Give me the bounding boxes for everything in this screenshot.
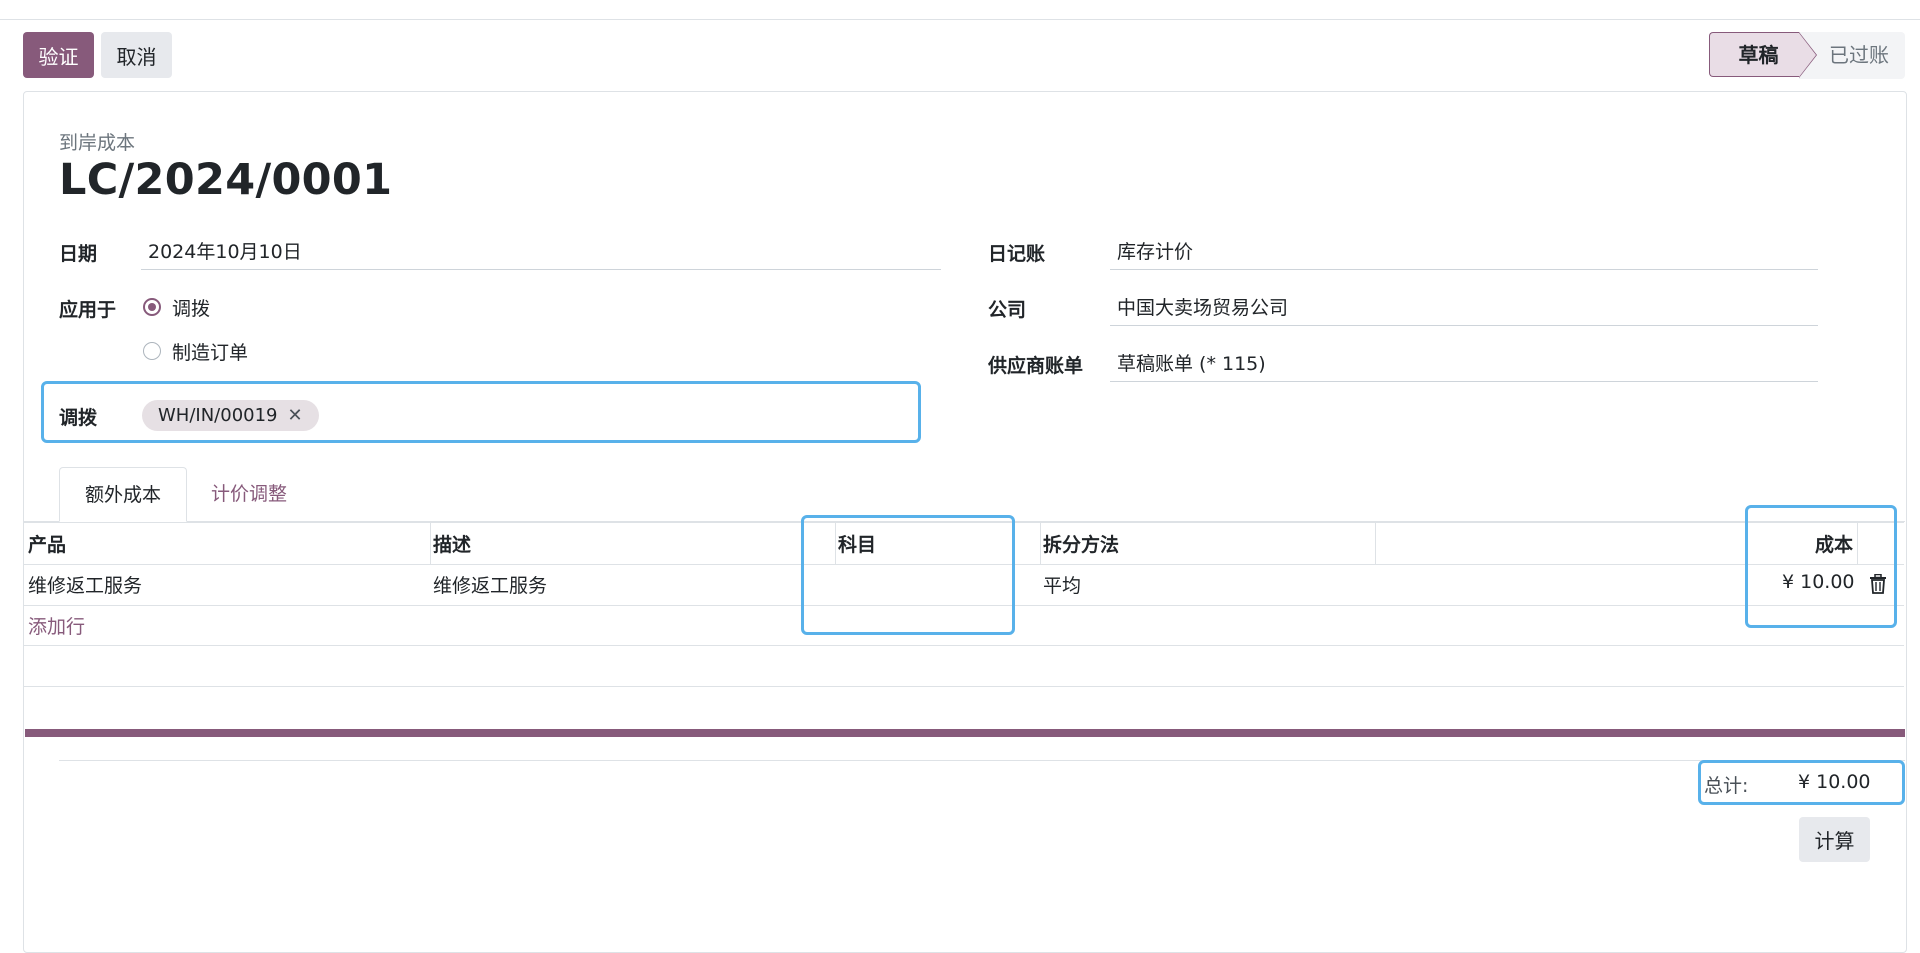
status-draft[interactable]: 草稿 — [1709, 32, 1799, 77]
col-header-split-method[interactable]: 拆分方法 — [1043, 534, 1120, 556]
col-separator — [1375, 523, 1376, 564]
compute-button[interactable]: 计算 — [1799, 817, 1870, 862]
close-icon[interactable]: ✕ — [287, 405, 303, 426]
table-footer-bar — [25, 729, 1905, 737]
tab-extra-costs[interactable]: 额外成本 — [59, 467, 187, 522]
record-title: LC/2024/0001 — [59, 155, 393, 205]
total-label: 总计: — [1704, 775, 1749, 797]
date-label: 日期 — [59, 243, 98, 265]
highlight-transfers — [41, 381, 921, 443]
total-value: ¥ 10.00 — [1798, 771, 1871, 793]
vendor-bill-label: 供应商账单 — [988, 355, 1084, 377]
tab-valuation-adjustments[interactable]: 计价调整 — [211, 483, 288, 505]
cell-split-method[interactable]: 平均 — [1043, 575, 1082, 597]
company-label: 公司 — [988, 299, 1027, 321]
trash-icon[interactable] — [1869, 574, 1887, 594]
record-subtitle: 到岸成本 — [59, 132, 136, 154]
transfer-tag-label: WH/IN/00019 — [158, 405, 278, 426]
top-divider — [0, 19, 1920, 20]
cell-cost[interactable]: ¥ 10.00 — [1782, 571, 1855, 593]
tab-divider — [23, 521, 1905, 522]
col-header-product[interactable]: 产品 — [28, 534, 67, 556]
radio-transfers-label[interactable]: 调拨 — [172, 298, 211, 320]
col-header-description[interactable]: 描述 — [433, 534, 472, 556]
table-row-border — [24, 645, 1904, 646]
cancel-button[interactable]: 取消 — [101, 32, 172, 78]
highlight-cost-column — [1745, 505, 1897, 628]
table-header-border — [24, 564, 1904, 565]
radio-transfers[interactable] — [143, 298, 161, 316]
highlight-total — [1698, 760, 1905, 805]
transfers-label: 调拨 — [59, 407, 98, 429]
col-separator — [1040, 523, 1041, 564]
table-row-border — [24, 686, 1904, 687]
validate-button[interactable]: 验证 — [23, 32, 94, 78]
status-arrow-fill — [1799, 33, 1816, 77]
summary-divider — [59, 760, 1905, 761]
col-header-cost[interactable]: 成本 — [1815, 534, 1854, 556]
radio-manufacturing-label[interactable]: 制造订单 — [172, 342, 249, 364]
table-top-border — [24, 522, 1904, 523]
table-row-border — [24, 605, 1904, 606]
cell-description[interactable]: 维修返工服务 — [433, 575, 548, 597]
company-field[interactable]: 中国大卖场贸易公司 — [1110, 291, 1818, 326]
col-header-account[interactable]: 科目 — [838, 534, 877, 556]
apply-on-label: 应用于 — [59, 299, 117, 321]
add-line-link[interactable]: 添加行 — [28, 616, 86, 638]
transfer-tag[interactable]: WH/IN/00019 ✕ — [142, 400, 319, 431]
vendor-bill-field[interactable]: 草稿账单 (* 115) — [1110, 347, 1818, 382]
highlight-account-column — [801, 515, 1015, 635]
col-separator — [835, 523, 836, 564]
date-field[interactable]: 2024年10月10日 — [141, 235, 941, 270]
radio-manufacturing[interactable] — [143, 342, 161, 360]
col-separator — [430, 523, 431, 564]
cell-product[interactable]: 维修返工服务 — [28, 575, 143, 597]
journal-label: 日记账 — [988, 243, 1046, 265]
journal-field[interactable]: 库存计价 — [1110, 235, 1818, 270]
col-separator — [1857, 523, 1858, 564]
status-bar: 已过账 草稿 — [1709, 32, 1905, 79]
